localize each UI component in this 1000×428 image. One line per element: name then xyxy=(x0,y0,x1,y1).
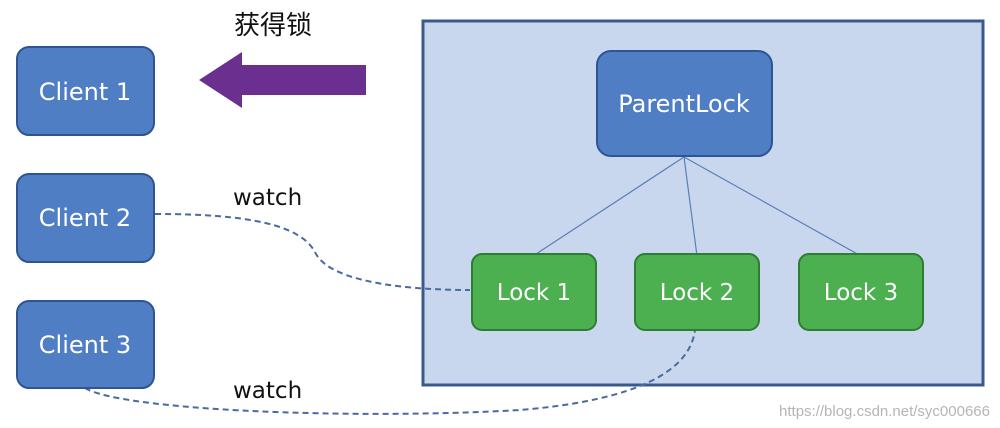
lock-box-1: Lock 1 xyxy=(471,253,597,331)
lock-label-3: Lock 3 xyxy=(824,280,898,306)
lock-box-3: Lock 3 xyxy=(798,253,924,331)
client-box-3: Client 3 xyxy=(16,300,155,389)
acquire-label: 获得锁 xyxy=(234,11,312,41)
tree-line-lock-3 xyxy=(683,156,862,257)
lock-box-2: Lock 2 xyxy=(634,253,760,331)
tree-line-lock-2 xyxy=(683,156,698,257)
client-label-2: Client 2 xyxy=(39,204,131,232)
tree-lines xyxy=(532,156,862,257)
parent-lock-label: ParentLock xyxy=(618,90,750,118)
parent-lock-box: ParentLock xyxy=(596,50,773,157)
lock-label-1: Lock 1 xyxy=(497,280,571,306)
client-label-3: Client 3 xyxy=(39,331,131,359)
tree-line-lock-1 xyxy=(532,156,685,257)
watch-label-client-3: watch xyxy=(233,378,302,404)
watch-label-client-2: watch xyxy=(233,185,302,211)
lock-label-2: Lock 2 xyxy=(660,280,734,306)
client-label-1: Client 1 xyxy=(39,78,131,106)
watch-path-client-3 xyxy=(84,329,696,415)
client-box-2: Client 2 xyxy=(16,173,155,263)
acquire-arrow xyxy=(199,52,366,108)
watch-path-client-2 xyxy=(154,213,471,291)
client-box-1: Client 1 xyxy=(16,46,155,136)
watermark: https://blog.csdn.net/syc000666 xyxy=(779,403,990,420)
